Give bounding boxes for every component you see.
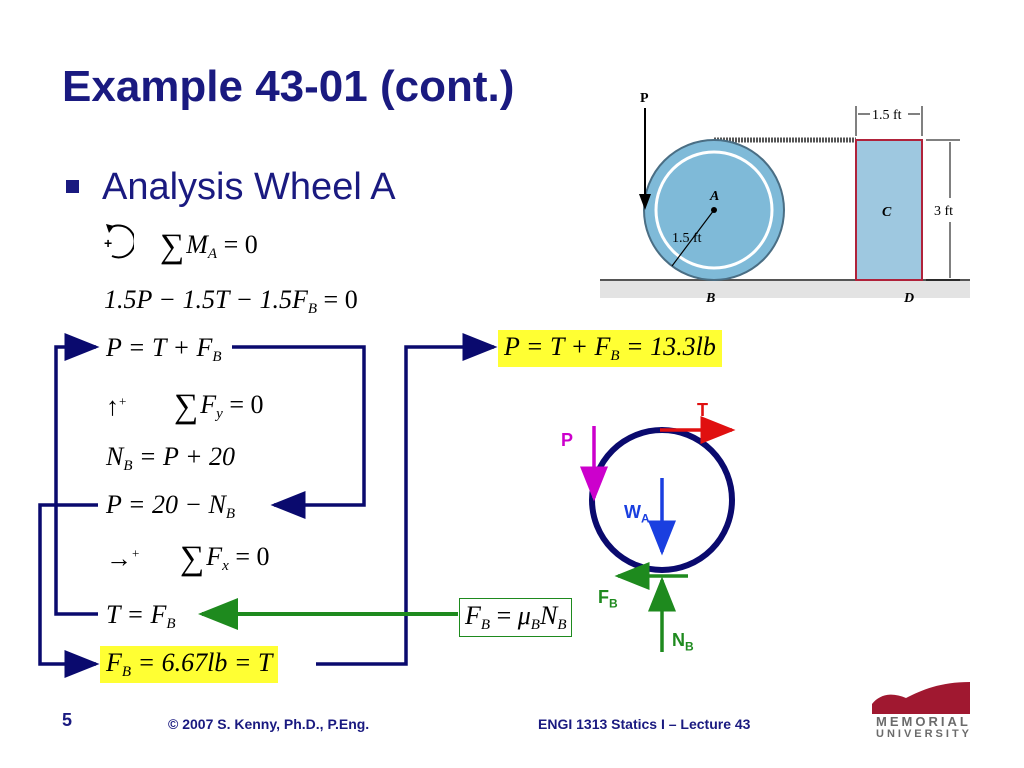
friction-equation-box: FB = μBNB (459, 598, 573, 637)
page-number: 5 (62, 710, 73, 730)
moment-expanded-eq: 1.5P − 1.5T − 1.5FB = 0 (104, 285, 358, 317)
t-equals-fb: T = FB (106, 600, 176, 632)
fig-label-b: B (705, 291, 715, 306)
fig-label-d: D (903, 291, 914, 306)
connector-t-to-p (54, 333, 100, 616)
problem-figure: P A 1.5 ft C 1.5 ft 3 ft B D (600, 91, 970, 306)
fig-label-height: 3 ft (934, 204, 953, 219)
fx-sign: →+ (106, 544, 140, 573)
moment-sign: + (104, 235, 112, 251)
fbd-label-n: NB (672, 630, 694, 654)
copyright: © 2007 S. Kenny, Ph.D., P.Eng. (168, 716, 370, 732)
university-logo-mark (872, 682, 970, 714)
logo-text-memorial: MEMORIAL (876, 714, 971, 729)
connector-fb-to-result (316, 333, 498, 666)
p-result-highlight: P = T + FB = 13.3lb (498, 330, 722, 367)
fig-label-width: 1.5 ft (872, 108, 902, 123)
p-equals-20-minus-nb: P = 20 − NB (106, 490, 236, 522)
connector-p-to-fb (38, 503, 100, 678)
ccw-moment-icon: + (104, 224, 134, 259)
fig-label-p: P (640, 91, 649, 106)
fbd-label-p: P (561, 430, 574, 450)
p-equals-t-plus-fb: P = T + FB (106, 333, 222, 365)
fig-label-radius: 1.5 ft (672, 231, 702, 246)
sum-moment-eq: ∑MA = 0 (160, 228, 258, 265)
course-title: ENGI 1313 Statics I – Lecture 43 (538, 716, 751, 732)
fbd-label-w: WA (624, 502, 650, 526)
fig-label-a: A (709, 189, 719, 204)
fy-sign: ↑+ (106, 392, 127, 421)
free-body-diagram (580, 416, 736, 652)
sum-fy-eq: ∑Fy = 0 (174, 388, 264, 425)
fb-result-highlight: FB = 6.67lb = T (100, 646, 279, 683)
fbd-label-t: T (697, 400, 708, 420)
nb-eq: NB = P + 20 (106, 442, 236, 474)
logo-text-university: UNIVERSITY (876, 728, 973, 740)
fig-label-c: C (882, 205, 892, 220)
slide-title: Example 43-01 (cont.) (62, 62, 515, 111)
fbd-label-f: FB (598, 587, 618, 611)
connector-p-to-p (232, 345, 366, 519)
ground (600, 280, 970, 298)
sum-fx-eq: ∑Fx = 0 (180, 540, 270, 577)
block-c (855, 139, 923, 281)
bullet-marker (66, 180, 79, 193)
bullet-text: Analysis Wheel A (102, 166, 396, 208)
